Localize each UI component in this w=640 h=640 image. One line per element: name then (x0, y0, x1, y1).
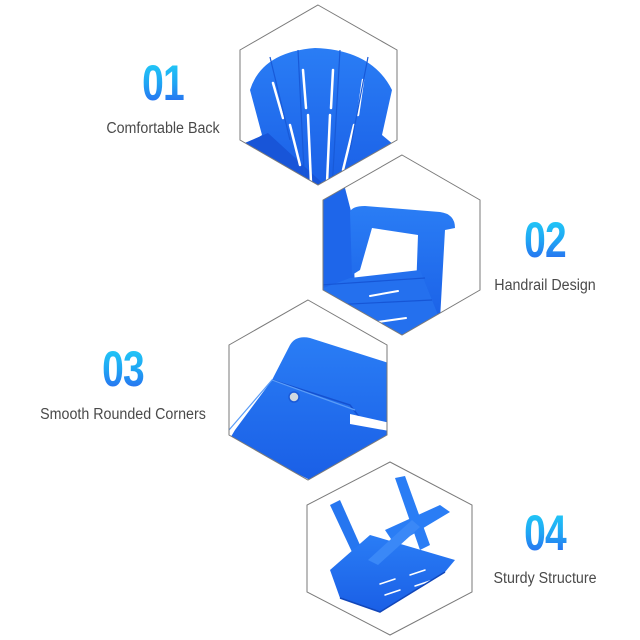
feature-label: Comfortable Back (106, 120, 220, 137)
feature-label: Sturdy Structure (493, 570, 597, 587)
folded-chair-image (306, 461, 473, 636)
feature-number: 04 (487, 508, 604, 558)
feature-number: 02 (487, 215, 604, 265)
feature-03: 03 Smooth Rounded Corners (14, 344, 232, 424)
feature-number: 03 (38, 344, 208, 394)
hexagon-frame (239, 4, 398, 186)
hexagon-frame (322, 154, 481, 336)
hexagon-frame (228, 299, 388, 481)
feature-label: Smooth Rounded Corners (40, 406, 206, 423)
feature-02: 02 Handrail Design (470, 215, 620, 295)
feature-label: Handrail Design (494, 277, 596, 294)
chair-back-image (239, 4, 398, 186)
chair-corner-image (228, 299, 388, 481)
feature-number: 01 (97, 58, 230, 108)
chair-armrest-image (322, 154, 481, 336)
feature-04: 04 Sturdy Structure (470, 508, 620, 588)
feature-01: 01 Comfortable Back (78, 58, 248, 138)
hexagon-frame (306, 461, 473, 636)
